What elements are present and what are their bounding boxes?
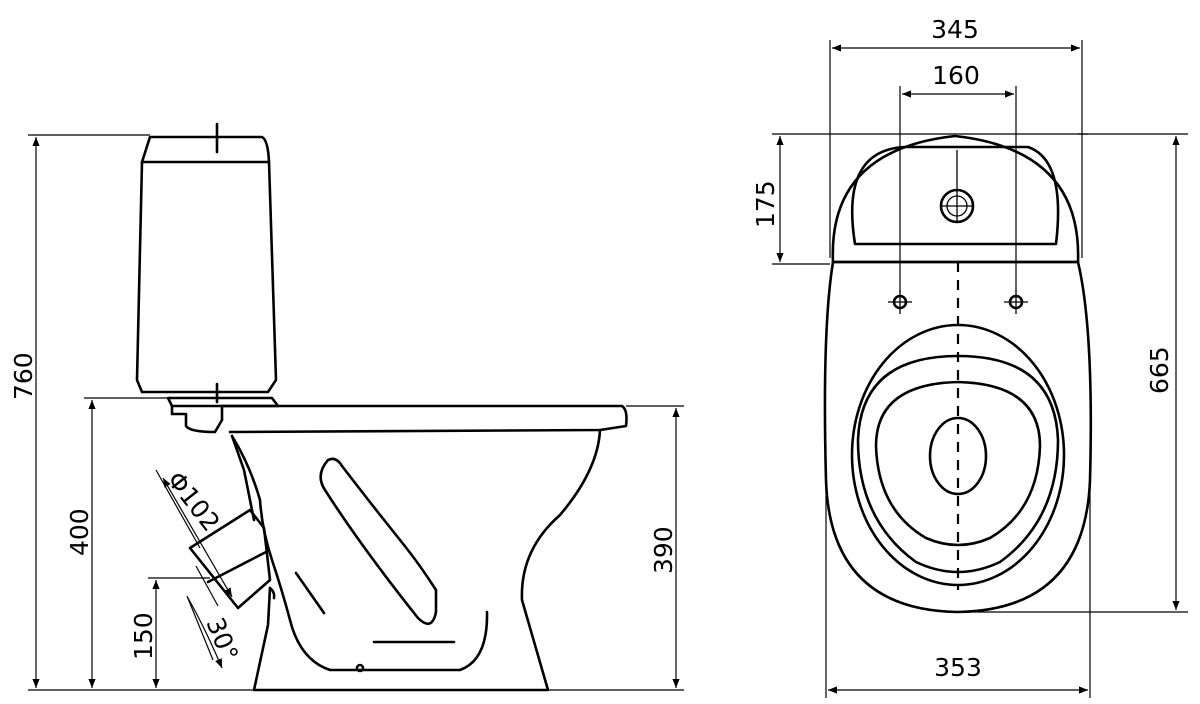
dim-pipe-diameter: Φ102 [161,466,225,537]
tank-outline [831,134,1080,264]
flush-channel [319,457,438,626]
outlet-pipe-mid [206,550,268,584]
outlet-trap [230,434,489,672]
drain-opening [928,416,988,496]
inner-line-a [294,571,326,615]
dim-390: 390 [649,526,678,574]
dim-400: 400 [65,508,94,556]
cistern-lid [140,135,271,164]
dim-345: 345 [931,15,979,44]
outlet-pipe [188,508,272,610]
dim-665: 665 [1145,346,1174,394]
dim-angle: 30° [200,613,243,665]
outlet-neck [230,434,256,522]
bowl-rim [220,404,628,434]
top-view: 345 160 175 665 353 [751,15,1188,698]
bowl-body [252,428,602,692]
dim-175: 175 [751,180,780,228]
dim-353: 353 [934,653,982,682]
cistern-tank [135,160,278,394]
side-view: Φ102 30° 760 400 150 390 [9,122,684,692]
outlet-pipe-end [268,586,276,600]
tank-inner [850,145,1060,246]
dim-150: 150 [129,612,158,660]
bowl-well [874,380,1042,547]
dim-760: 760 [9,352,38,400]
dim-160: 160 [932,61,980,90]
drain-hole [355,663,365,673]
connector-stem [170,404,224,434]
